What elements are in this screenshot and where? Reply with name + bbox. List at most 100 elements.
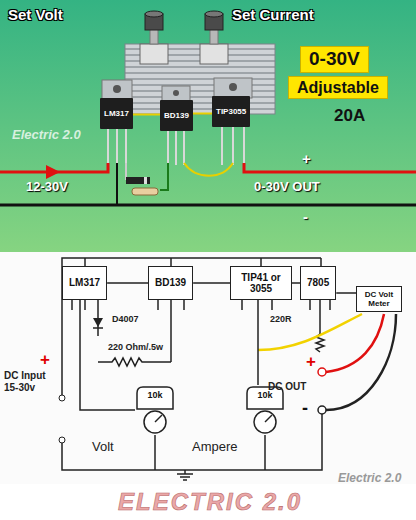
wire-connector xyxy=(292,282,300,284)
polarity-sign: + xyxy=(40,350,50,370)
transistor-tab xyxy=(214,78,252,98)
transistor-leg xyxy=(232,127,234,165)
potentiometer-illustration xyxy=(200,44,228,64)
node-text: BD139 xyxy=(155,277,186,289)
terminal xyxy=(318,406,326,414)
wire-connector xyxy=(257,300,259,385)
wire-connector xyxy=(133,114,160,116)
heading-label: Set Current xyxy=(232,6,314,23)
transistor-box: TIP41 or 3055 xyxy=(230,266,292,300)
wire-connector xyxy=(193,282,230,284)
node-text: DC Volt Meter xyxy=(361,290,397,308)
ground-symbol xyxy=(180,476,190,478)
node-text: LM317 xyxy=(69,277,100,289)
power-wire xyxy=(0,163,416,205)
transistor-tab xyxy=(113,85,121,93)
transistor-leg xyxy=(107,129,109,165)
transistor-leg xyxy=(243,127,245,165)
node-text: 7805 xyxy=(307,277,329,289)
transistor-leg xyxy=(175,131,177,165)
ground-symbol xyxy=(183,479,187,481)
power-wire xyxy=(184,163,233,176)
polarity-sign: + xyxy=(302,150,311,167)
wire-connector xyxy=(336,292,356,294)
schematic-wire xyxy=(264,435,266,470)
wire-connector xyxy=(107,282,148,284)
schematic-wire xyxy=(170,258,172,266)
meter-wire xyxy=(326,314,396,410)
pot-label: Volt xyxy=(92,440,114,455)
terminal-label: DC Input 15-30v xyxy=(4,370,56,393)
schematic-wire xyxy=(319,300,321,334)
node-text: LM317 xyxy=(104,109,129,118)
transistor-tab xyxy=(102,80,132,100)
heatsink xyxy=(125,44,275,114)
schematic-paper xyxy=(0,252,416,484)
input-arrow xyxy=(46,165,60,179)
polarity-sign: + xyxy=(306,352,316,372)
schematic-wire xyxy=(183,300,185,310)
rating-label: 20A xyxy=(334,106,365,126)
diode-symbol xyxy=(93,327,103,329)
schematic-wire xyxy=(320,258,322,266)
power-wire xyxy=(160,163,168,190)
chip-package: BD139 xyxy=(160,100,193,131)
terminal xyxy=(59,395,65,401)
chip-package: LM317 xyxy=(100,98,133,129)
schematic-wire xyxy=(62,414,322,470)
potentiometer-illustration xyxy=(140,11,228,64)
potentiometer: 10k xyxy=(135,385,175,435)
node-text: 0-30V xyxy=(309,48,360,71)
power-wire xyxy=(244,163,416,172)
potentiometer-illustration xyxy=(140,44,168,64)
diode-symbol xyxy=(144,177,147,184)
schematic-wire xyxy=(62,258,321,398)
schematic-paper xyxy=(0,252,416,484)
polarity-sign: - xyxy=(303,208,308,225)
top-background xyxy=(0,0,416,252)
transistor-leg xyxy=(167,131,169,165)
part-label: 220 Ohm/.5w xyxy=(108,342,163,352)
power-wire xyxy=(0,204,416,207)
transistor-leg xyxy=(116,129,118,165)
watermark: Electric 2.0 xyxy=(12,128,81,143)
potentiometer: 10k xyxy=(245,385,285,435)
terminal xyxy=(59,368,326,443)
transistor-box: LM317 xyxy=(62,266,107,300)
polarity-sign: - xyxy=(302,398,308,419)
potentiometer-wiper xyxy=(155,415,162,422)
node-text: 10k xyxy=(135,390,175,400)
transistor-leg xyxy=(125,129,127,165)
wire-connector xyxy=(193,113,212,115)
schematic-wire xyxy=(157,300,159,310)
schematic-wire xyxy=(62,258,330,470)
diode-symbol xyxy=(93,318,103,327)
pot-label: Ampere xyxy=(192,440,238,455)
wire-label: 0-30V OUT xyxy=(254,180,320,195)
diode-symbol xyxy=(126,177,150,184)
heading-label: Set Volt xyxy=(8,6,63,23)
potentiometer-knob xyxy=(144,411,166,433)
potentiometer-wiper xyxy=(265,415,272,422)
ground-symbol xyxy=(177,473,193,475)
input-arrow xyxy=(46,165,60,179)
transistor-leg xyxy=(183,131,185,165)
chip-package: TIP3055 xyxy=(212,96,250,127)
footer-watermark: ELECTRIC 2.0 xyxy=(118,488,302,516)
schematic-wire xyxy=(260,258,262,266)
schematic-wire xyxy=(84,258,86,266)
watermark: Electric 2.0 xyxy=(338,472,401,486)
transistor-leg xyxy=(221,127,223,165)
transistor-leg xyxy=(108,127,244,165)
potentiometer-illustration xyxy=(205,11,223,17)
schematic-wire xyxy=(241,300,243,310)
wire-label: 12-30V xyxy=(26,180,68,195)
transistor-box: BD139 xyxy=(148,266,193,300)
node-text: TIP41 or 3055 xyxy=(237,272,285,295)
title-box: 0-30V xyxy=(300,46,369,73)
meter-wire xyxy=(258,314,362,350)
schematic-wire xyxy=(329,300,331,310)
schematic-wire xyxy=(271,300,273,310)
